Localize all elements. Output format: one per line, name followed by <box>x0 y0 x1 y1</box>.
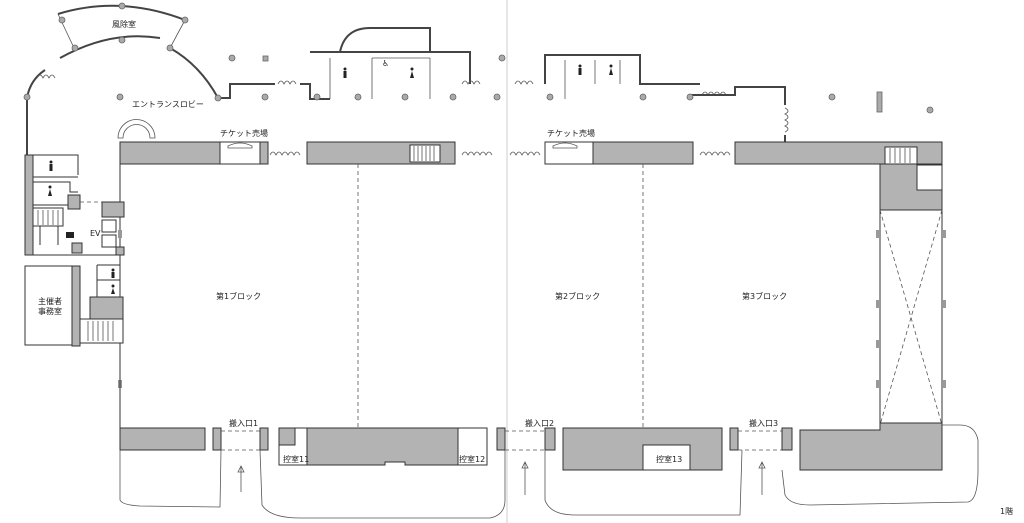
room-label-waiting-room-12: 控室12 <box>459 455 486 464</box>
female-restroom-icon <box>48 185 52 196</box>
female-restroom-icon <box>609 64 613 75</box>
loading-entrance-1: 搬入口1 <box>229 419 259 428</box>
female-restroom-icon <box>410 67 414 78</box>
hall-bottom-wall <box>119 422 979 519</box>
left-service-wing <box>24 154 125 428</box>
male-restroom-icon <box>111 268 115 278</box>
floor-label: 1階 <box>1000 507 1014 516</box>
entrance-lobby-outline <box>26 4 883 155</box>
accessible-restroom-icon <box>66 232 74 238</box>
male-restroom-icon <box>343 67 347 78</box>
room-label-waiting-room-13: 控室13 <box>656 455 683 464</box>
loading-entrance-3: 搬入口3 <box>749 419 779 428</box>
restroom-icons <box>48 64 613 294</box>
room-label-block-1: 第1ブロック <box>216 292 262 301</box>
room-label-windbreak: 風除室 <box>112 20 136 29</box>
columns <box>23 2 934 114</box>
room-label-waiting-room-11: 控室11 <box>283 455 310 464</box>
hall-top-wall <box>119 141 943 165</box>
loading-arrows <box>237 461 766 495</box>
room-label-ticket-office-2: チケット売場 <box>547 129 595 138</box>
room-label-block-3: 第3ブロック <box>742 292 788 301</box>
room-label-elevator: EV <box>90 229 101 238</box>
room-label-block-2: 第2ブロック <box>555 292 601 301</box>
male-restroom-icon <box>578 64 582 75</box>
room-label-organizer-office-1: 主催者 <box>38 297 62 306</box>
room-label-entrance-lobby: エントランスロビー <box>132 100 204 109</box>
male-restroom-icon <box>49 160 53 171</box>
accessible-restroom-icon: ♿ <box>382 59 389 68</box>
loading-entrance-2: 搬入口2 <box>525 419 555 428</box>
room-label-organizer-office-2: 事務室 <box>38 307 62 316</box>
room-label-ticket-office-1: チケット売場 <box>220 129 268 138</box>
female-restroom-icon <box>111 284 115 294</box>
